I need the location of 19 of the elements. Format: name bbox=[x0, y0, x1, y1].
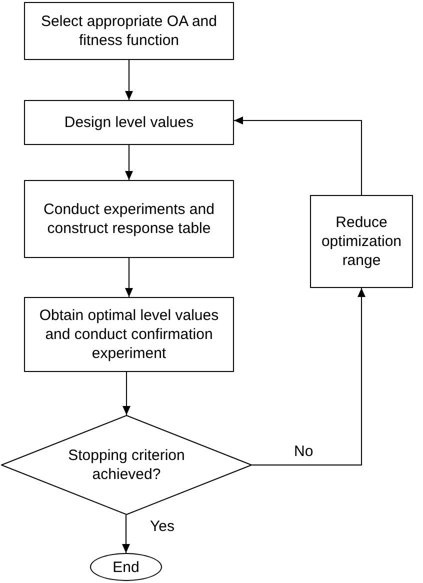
node-text: Select appropriate OA and fitness function bbox=[40, 12, 218, 50]
arrow bbox=[125, 60, 133, 100]
node-text: Reduce optimization range bbox=[320, 213, 403, 270]
arrow bbox=[122, 372, 130, 416]
process-box bbox=[24, 297, 234, 372]
node-text: Design level values bbox=[64, 113, 194, 132]
process-box bbox=[24, 2, 234, 60]
process-box bbox=[24, 180, 234, 258]
node-text: Conduct experiments and construct response table bbox=[42, 200, 216, 238]
arrow bbox=[122, 514, 130, 554]
node-text: Stopping criterion achieved? bbox=[67, 446, 186, 484]
node-text: End bbox=[112, 558, 140, 576]
process-box bbox=[24, 100, 234, 145]
arrow bbox=[234, 116, 362, 196]
arrow bbox=[125, 258, 133, 298]
arrow bbox=[125, 144, 133, 180]
node-text: Obtain optimal level values and conduct confirmation experiment bbox=[38, 306, 220, 363]
process-box bbox=[310, 195, 413, 288]
arrow bbox=[252, 288, 366, 466]
